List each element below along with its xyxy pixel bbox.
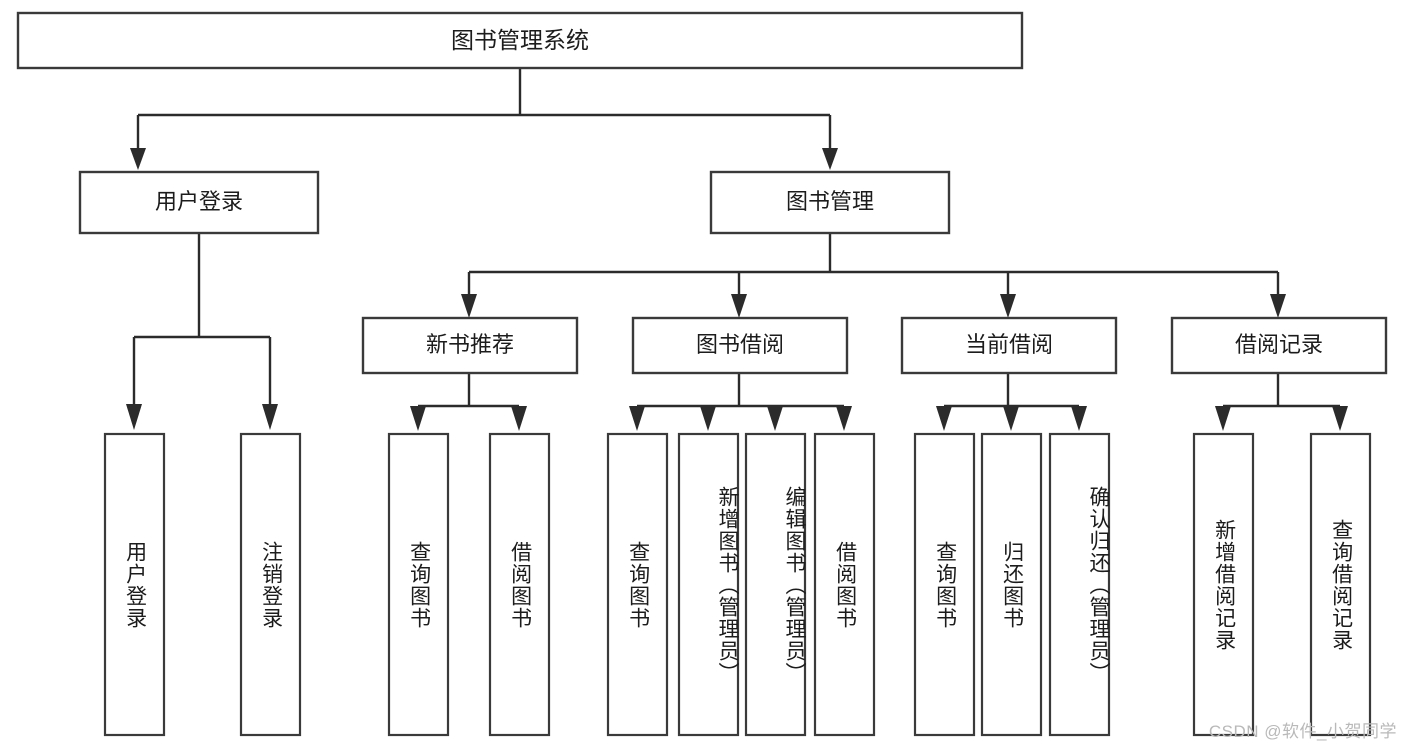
connector-group-current-borrow	[936, 373, 1087, 431]
arrow-root-to-l1-0-icon	[130, 148, 146, 170]
arrow-bookmanage-l2-0-icon	[461, 294, 477, 318]
arrow-bookborrow-leaf-0-icon	[629, 406, 645, 431]
leaf-box-query-book-2[interactable]	[606, 432, 669, 737]
node-book-borrow-box[interactable]	[631, 316, 849, 375]
leaf-box-borrow-book-1[interactable]	[488, 432, 551, 737]
arrow-userlogin-leaf-1-icon	[262, 404, 278, 430]
leaf-box-query-book-1[interactable]	[387, 432, 450, 737]
arrow-bookborrow-leaf-1-icon	[700, 406, 716, 431]
node-borrow-record-label: 借阅记录	[1235, 332, 1323, 357]
arrow-newbook-leaf-1-icon	[511, 406, 527, 431]
watermark-text: CSDN @软件_小贺同学	[1208, 722, 1397, 741]
arrow-newbook-leaf-0-icon	[410, 406, 426, 431]
node-book-manage-label: 图书管理	[786, 189, 874, 214]
arrow-currentborrow-leaf-2-icon	[1071, 406, 1087, 431]
arrow-bookmanage-l2-2-icon	[1000, 294, 1016, 318]
node-root-box[interactable]	[16, 11, 1024, 70]
node-book-manage[interactable]: 图书管理	[709, 170, 951, 235]
arrow-bookmanage-l2-1-icon	[731, 294, 747, 318]
node-user-login[interactable]: 用户登录	[78, 170, 320, 235]
node-current-borrow[interactable]: 当前借阅	[900, 316, 1118, 375]
leaf-box-user-login[interactable]	[103, 432, 166, 737]
arrow-borrowrecord-leaf-1-icon	[1332, 406, 1348, 431]
connector-group-new-book	[410, 373, 527, 431]
arrow-currentborrow-leaf-0-icon	[936, 406, 952, 431]
arrow-currentborrow-leaf-1-icon	[1003, 406, 1019, 431]
arrow-bookborrow-leaf-2-icon	[767, 406, 783, 431]
node-user-login-label: 用户登录	[155, 189, 243, 214]
node-current-borrow-label: 当前借阅	[965, 332, 1053, 357]
node-current-borrow-box[interactable]	[900, 316, 1118, 375]
connector-group-book-borrow	[629, 373, 852, 431]
connector-group-user-login	[126, 233, 278, 430]
leaf-box-query-borrow-record[interactable]	[1309, 432, 1372, 737]
leaf-box-add-book-admin[interactable]	[677, 432, 740, 737]
node-root-label: 图书管理系统	[451, 27, 589, 53]
arrow-root-to-l1-1-icon	[822, 148, 838, 170]
arrow-borrowrecord-leaf-0-icon	[1215, 406, 1231, 431]
node-borrow-record-box[interactable]	[1170, 316, 1388, 375]
node-book-manage-box[interactable]	[709, 170, 951, 235]
connector-group-root	[130, 68, 838, 170]
node-user-login-box[interactable]	[78, 170, 320, 235]
leaf-box-edit-book-admin[interactable]	[744, 432, 807, 737]
node-new-book-rec-box[interactable]	[361, 316, 579, 375]
connector-group-book-manage	[461, 233, 1286, 318]
node-new-book-rec[interactable]: 新书推荐	[361, 316, 579, 375]
leaf-box-add-borrow-record[interactable]	[1192, 432, 1255, 737]
leaf-box-return-book[interactable]	[980, 432, 1043, 737]
arrow-bookborrow-leaf-3-icon	[836, 406, 852, 431]
connector-group-borrow-record	[1215, 373, 1348, 431]
leaf-box-query-book-3[interactable]	[913, 432, 976, 737]
leaf-box-logout[interactable]	[239, 432, 302, 737]
node-book-borrow-label: 图书借阅	[696, 332, 784, 357]
arrow-userlogin-leaf-0-icon	[126, 404, 142, 430]
arrow-bookmanage-l2-3-icon	[1270, 294, 1286, 318]
node-borrow-record[interactable]: 借阅记录	[1170, 316, 1388, 375]
node-root[interactable]: 图书管理系统	[16, 11, 1024, 70]
node-book-borrow[interactable]: 图书借阅	[631, 316, 849, 375]
node-new-book-rec-label: 新书推荐	[426, 332, 514, 357]
leaf-box-borrow-book-2[interactable]	[813, 432, 876, 737]
leaf-box-confirm-return-admin[interactable]	[1048, 432, 1111, 737]
